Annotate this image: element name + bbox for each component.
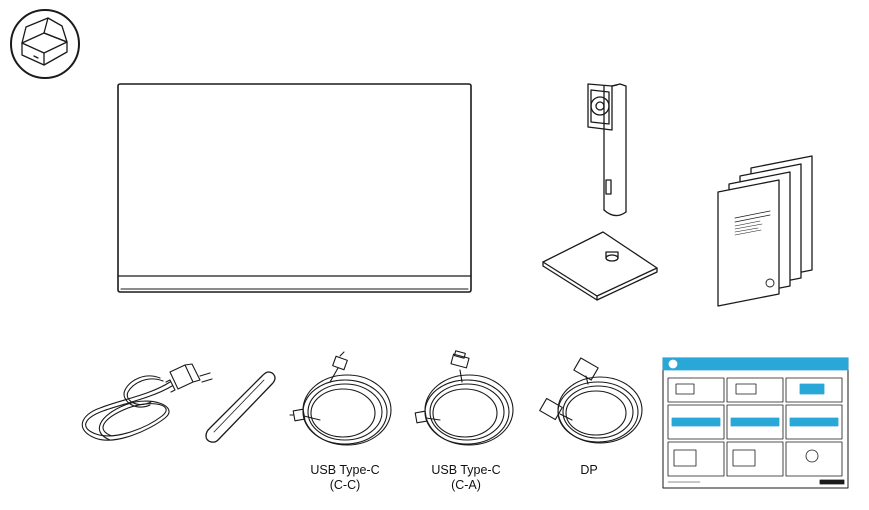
usb-cc-label-line1: USB Type-C — [310, 463, 380, 477]
usb-ca-label-line2: (C-A) — [451, 478, 481, 492]
quick-setup-guide-icon — [662, 357, 849, 489]
usb-ca-label-line1: USB Type-C — [431, 463, 501, 477]
usb-c-cable-icon — [289, 351, 392, 446]
open-box-icon — [10, 9, 80, 79]
power-cable-icon — [81, 363, 213, 441]
usb-ca-label: USB Type-C (C-A) — [411, 463, 521, 493]
dp-label-line1: DP — [580, 463, 598, 477]
displayport-cable-icon — [539, 357, 643, 444]
usb-cc-label-line2: (C-C) — [329, 478, 361, 492]
dp-label: DP — [534, 463, 644, 478]
usb-c-to-a-cable-icon — [414, 350, 514, 446]
cable-tie-icon — [205, 371, 276, 443]
warranty-booklet-icon — [717, 155, 813, 307]
monitor-panel-icon — [117, 83, 472, 293]
monitor-stand-icon — [542, 83, 658, 301]
usb-cc-label: USB Type-C (C-C) — [290, 463, 400, 493]
